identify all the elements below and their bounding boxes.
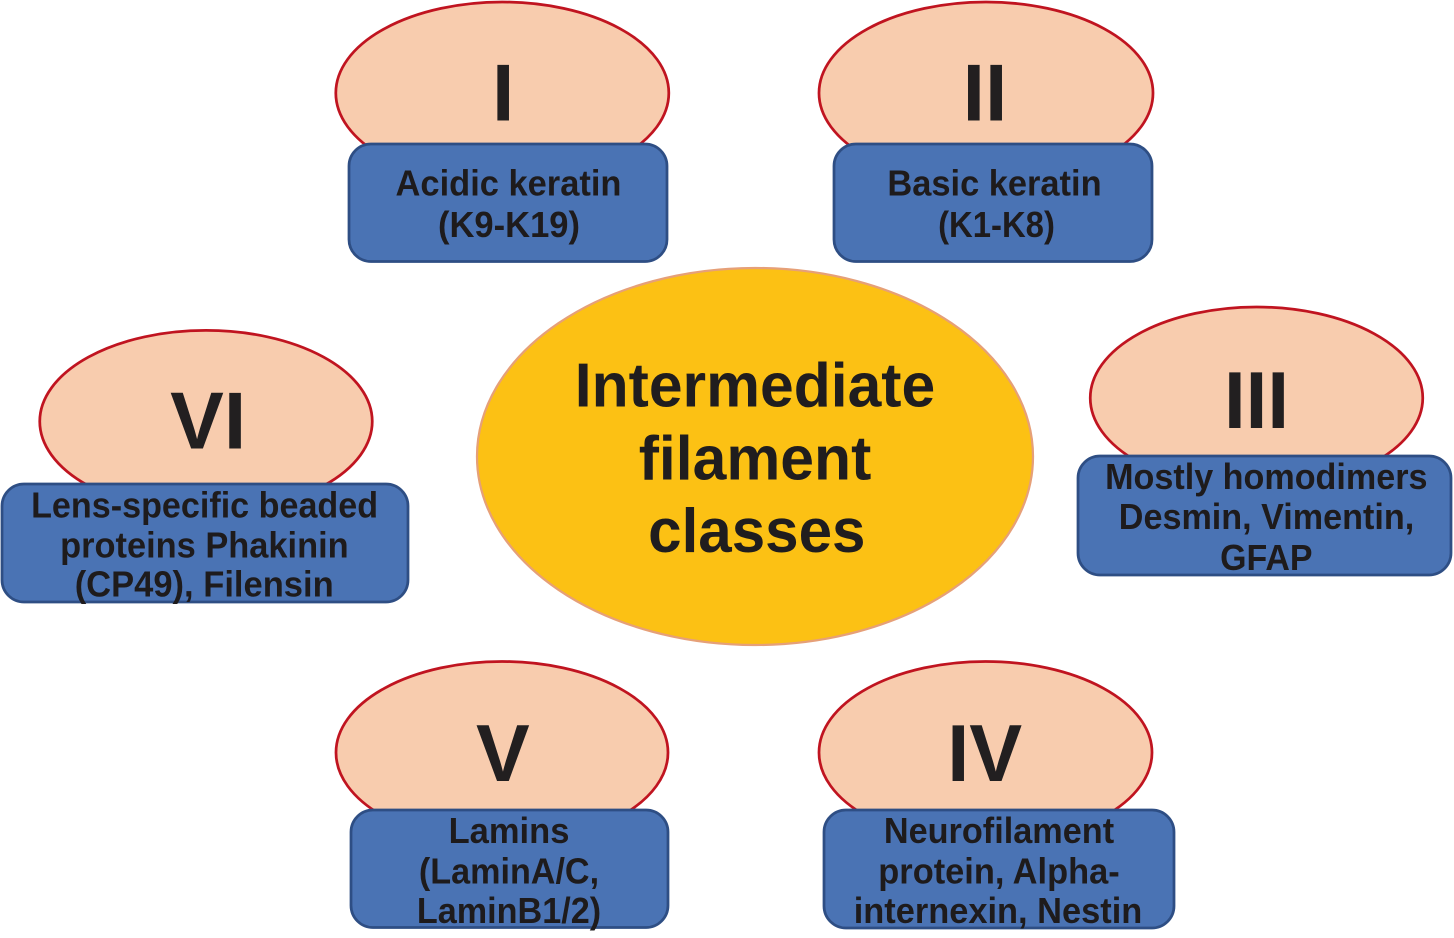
svg-text:(LaminA/C,: (LaminA/C, [419,851,599,892]
svg-text:Lamins: Lamins [449,810,570,851]
svg-text:protein, Alpha-: protein, Alpha- [878,851,1119,892]
svg-text:filament: filament [639,423,872,493]
svg-text:IV: IV [947,709,1022,799]
svg-text:Desmin, Vimentin,: Desmin, Vimentin, [1119,496,1414,537]
svg-text:Neurofilament: Neurofilament [884,810,1114,851]
svg-text:classes: classes [648,496,865,566]
svg-text:VI: VI [170,377,246,467]
svg-text:V: V [476,709,530,799]
svg-text:Mostly homodimers: Mostly homodimers [1105,456,1427,497]
svg-text:Intermediate: Intermediate [575,351,935,421]
svg-text:Acidic keratin: Acidic keratin [396,162,622,203]
svg-text:(K9-K19): (K9-K19) [438,204,580,245]
svg-text:GFAP: GFAP [1220,537,1312,578]
svg-text:II: II [963,49,1008,139]
svg-text:internexin, Nestin: internexin, Nestin [854,890,1143,931]
svg-text:LaminB1/2): LaminB1/2) [417,890,601,931]
svg-text:Basic keratin: Basic keratin [887,162,1101,203]
svg-text:(CP49), Filensin: (CP49), Filensin [75,564,334,605]
svg-text:(K1-K8): (K1-K8) [938,204,1055,245]
svg-text:proteins Phakinin: proteins Phakinin [60,525,349,566]
svg-text:III: III [1224,356,1289,446]
svg-text:Lens-specific beaded: Lens-specific beaded [31,485,378,526]
svg-text:I: I [492,49,514,139]
